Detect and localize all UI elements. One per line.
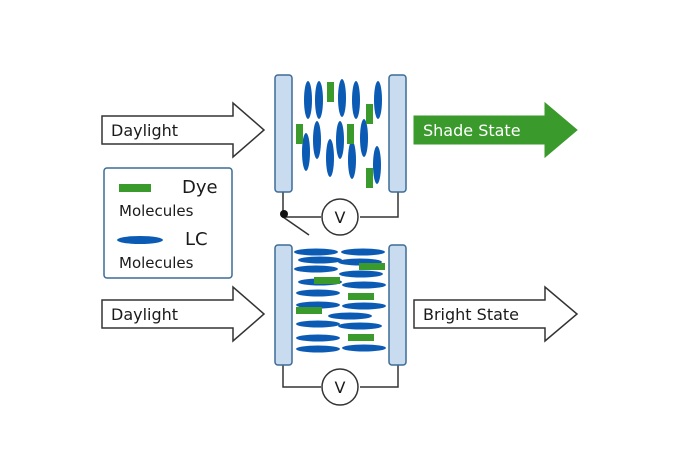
arrow-shape xyxy=(101,101,266,159)
lc-molecule xyxy=(296,301,340,309)
arrow-shape xyxy=(413,101,578,159)
lc-molecule xyxy=(338,322,382,330)
arrow-shape xyxy=(101,285,266,343)
shade-state-label: Shade State xyxy=(423,121,521,140)
lc-molecule xyxy=(339,270,383,278)
dye-molecule xyxy=(348,293,374,300)
bottom-daylight-label: Daylight xyxy=(111,305,178,324)
dye-legend-swatch xyxy=(119,184,151,192)
lc-molecule xyxy=(336,121,344,159)
lc-molecule xyxy=(373,146,381,184)
dye-molecule xyxy=(296,307,322,314)
dye-molecule xyxy=(296,124,303,144)
lc-legend-title: LC xyxy=(185,229,208,250)
top-circuit-wire xyxy=(282,192,321,218)
bottom-voltage-label: V xyxy=(335,378,346,397)
lc-molecule xyxy=(296,345,340,353)
dye-legend-title: Dye xyxy=(182,177,218,198)
dye-molecule xyxy=(314,277,340,284)
dye-molecule xyxy=(348,334,374,341)
bottom-lc-molecules xyxy=(294,248,386,353)
lc-molecule xyxy=(326,139,334,177)
legend: Dye Molecules LC Molecules xyxy=(103,167,233,279)
lc-molecule xyxy=(302,133,310,171)
lc-molecule xyxy=(328,312,372,320)
lc-molecule xyxy=(296,320,340,328)
top-lc-molecules xyxy=(302,79,382,184)
top-cell: V xyxy=(274,74,407,236)
lc-molecule xyxy=(298,256,342,264)
lc-molecule xyxy=(342,344,386,352)
lc-molecule xyxy=(313,121,321,159)
dye-legend-subtitle: Molecules xyxy=(119,202,194,220)
lc-molecule xyxy=(294,265,338,273)
top-right-electrode xyxy=(388,74,407,193)
arrow-shape xyxy=(413,285,579,343)
dye-molecule xyxy=(366,104,373,124)
lc-molecule xyxy=(315,81,323,119)
top-daylight-arrow: Daylight xyxy=(101,101,266,159)
bottom-right-electrode xyxy=(388,244,407,366)
bottom-voltage-source xyxy=(321,368,359,406)
bottom-left-electrode xyxy=(274,244,293,366)
top-left-electrode xyxy=(274,74,293,193)
dye-molecule xyxy=(347,124,354,144)
lc-molecule xyxy=(294,248,338,256)
top-voltage-label: V xyxy=(335,208,346,227)
lc-legend-subtitle: Molecules xyxy=(119,254,194,272)
bottom-circuit-wire-right xyxy=(360,365,399,388)
switch-arm xyxy=(282,216,310,236)
bottom-circuit-wire xyxy=(282,365,321,388)
shade-state-arrow: Shade State xyxy=(413,101,578,159)
top-circuit-wire-right xyxy=(360,192,399,218)
bright-state-arrow: Bright State xyxy=(413,285,579,343)
bottom-daylight-arrow: Daylight xyxy=(101,285,266,343)
dye-molecule xyxy=(366,168,373,188)
top-daylight-label: Daylight xyxy=(111,121,178,140)
lc-molecule xyxy=(296,289,340,297)
bright-state-label: Bright State xyxy=(423,305,519,324)
legend-box xyxy=(103,167,233,279)
dye-molecule xyxy=(327,82,334,102)
lc-molecule xyxy=(304,81,312,119)
top-voltage-source xyxy=(321,198,359,236)
lc-molecule xyxy=(348,141,356,179)
top-dye-molecules xyxy=(296,82,373,188)
bottom-dye-molecules xyxy=(296,263,385,341)
bottom-cell: V xyxy=(274,244,407,406)
lc-molecule xyxy=(342,302,386,310)
lc-molecule xyxy=(352,81,360,119)
lc-molecule xyxy=(342,281,386,289)
lc-molecule xyxy=(338,79,346,117)
lc-molecule xyxy=(360,119,368,157)
switch-pivot xyxy=(280,210,288,218)
lc-molecule xyxy=(341,248,385,256)
lc-legend-swatch xyxy=(117,236,163,244)
lc-molecule xyxy=(374,81,382,119)
lc-molecule xyxy=(296,334,340,342)
dye-molecule xyxy=(359,263,385,270)
